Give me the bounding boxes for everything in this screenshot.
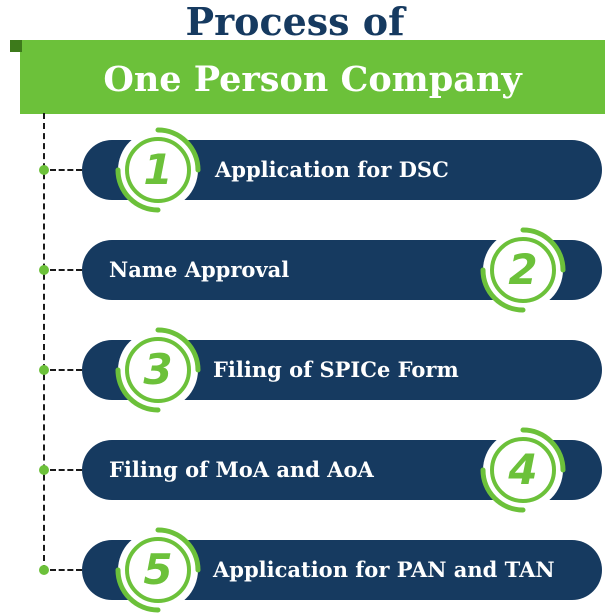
banner-fold <box>10 40 22 52</box>
step-2-badge: 2 <box>480 227 566 313</box>
timeline-connector <box>50 569 82 571</box>
step-5-number: 5 <box>143 545 173 594</box>
timeline-dot <box>39 565 49 575</box>
title-banner <box>10 40 605 114</box>
step-3-number: 3 <box>143 345 173 394</box>
timeline-connector <box>50 269 82 271</box>
step-3-badge: 3 <box>115 327 201 413</box>
banner-title: One Person Company <box>103 59 522 100</box>
timeline-dot <box>39 165 49 175</box>
step-1-number: 1 <box>143 145 173 194</box>
step-2-number: 2 <box>508 245 538 294</box>
timeline-dot <box>39 265 49 275</box>
timeline-connector <box>50 369 82 371</box>
step-1-label: Application for DSC <box>215 157 449 182</box>
timeline-connector <box>50 169 82 171</box>
step-5-label: Application for PAN and TAN <box>213 557 555 582</box>
timeline-dot <box>39 365 49 375</box>
step-2-label: Name Approval <box>109 257 290 282</box>
timeline-line <box>43 113 45 571</box>
step-3-label: Filing of SPICe Form <box>213 357 459 382</box>
step-5-badge: 5 <box>115 527 201 613</box>
step-4-number: 4 <box>508 445 538 494</box>
timeline-connector <box>50 469 82 471</box>
diagram-title: Process of <box>185 0 405 44</box>
step-4-badge: 4 <box>480 427 566 513</box>
step-4-label: Filing of MoA and AoA <box>109 457 374 482</box>
timeline-dot <box>39 465 49 475</box>
step-1-badge: 1 <box>115 127 201 213</box>
